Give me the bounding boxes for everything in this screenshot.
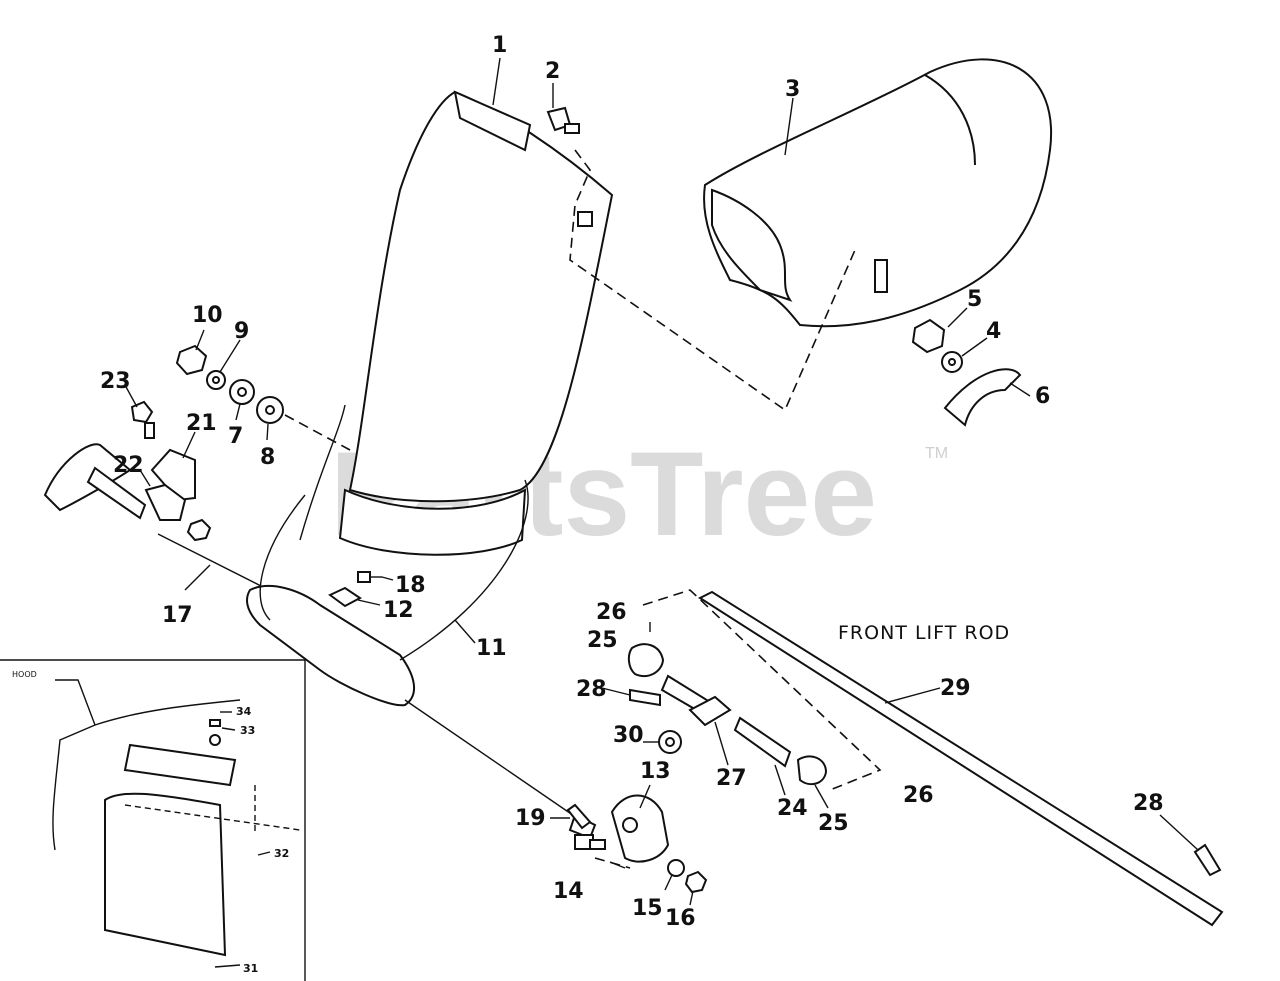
callout-25b: 25 (818, 811, 849, 836)
callout-5: 5 (967, 287, 982, 312)
hood-label: HOOD (12, 670, 37, 679)
callout-30: 30 (613, 723, 644, 748)
callout-22: 22 (113, 453, 144, 478)
callout-6: 6 (1035, 384, 1050, 409)
callout-11: 11 (476, 636, 507, 661)
callout-27: 27 (716, 766, 747, 791)
callout-18: 18 (395, 573, 426, 598)
assembly-line-crank (284, 414, 351, 451)
callout-32: 32 (274, 847, 289, 860)
inset-hood: HOOD (0, 659, 306, 981)
inset-callouts: 31 32 33 34 (236, 705, 289, 975)
leader-lines (124, 57, 1199, 968)
callout-13: 13 (640, 759, 671, 784)
trademark: TM (925, 445, 948, 462)
callout-15: 15 (632, 896, 663, 921)
callouts: 1 2 3 4 5 6 7 8 9 10 11 12 13 14 15 16 1… (100, 33, 1164, 931)
callout-26a: 26 (596, 600, 627, 625)
deflector-part (703, 58, 1053, 328)
callout-1: 1 (492, 33, 507, 58)
lift-rod-assembly (627, 590, 1224, 927)
callout-29: 29 (940, 676, 971, 701)
hardware-parts (130, 106, 1022, 608)
chute-part (338, 90, 614, 556)
callout-28a: 28 (576, 677, 607, 702)
callout-23: 23 (100, 369, 131, 394)
callout-17: 17 (162, 603, 193, 628)
assembly-line-chute-deflector (569, 149, 856, 412)
callout-14: 14 (553, 879, 584, 904)
callout-4: 4 (986, 319, 1001, 344)
callout-12: 12 (383, 598, 414, 623)
callout-8: 8 (260, 445, 275, 470)
callout-19: 19 (515, 806, 546, 831)
callout-3: 3 (785, 77, 800, 102)
crank-assembly (43, 404, 597, 840)
bracket-assembly (566, 794, 708, 894)
callout-9: 9 (234, 319, 249, 344)
callout-26b: 26 (903, 783, 934, 808)
front-lift-rod-label: FRONT LIFT ROD (838, 622, 1010, 644)
callout-25a: 25 (587, 628, 618, 653)
callout-21: 21 (186, 411, 217, 436)
callout-28b: 28 (1133, 791, 1164, 816)
callout-2: 2 (545, 59, 560, 84)
callout-33: 33 (240, 724, 255, 737)
callout-34: 34 (236, 705, 252, 718)
callout-7: 7 (228, 424, 243, 449)
callout-31: 31 (243, 962, 258, 975)
callout-16: 16 (665, 906, 696, 931)
callout-24: 24 (777, 796, 808, 821)
callout-10: 10 (192, 303, 223, 328)
assembly-line-lift-rod (642, 589, 882, 791)
